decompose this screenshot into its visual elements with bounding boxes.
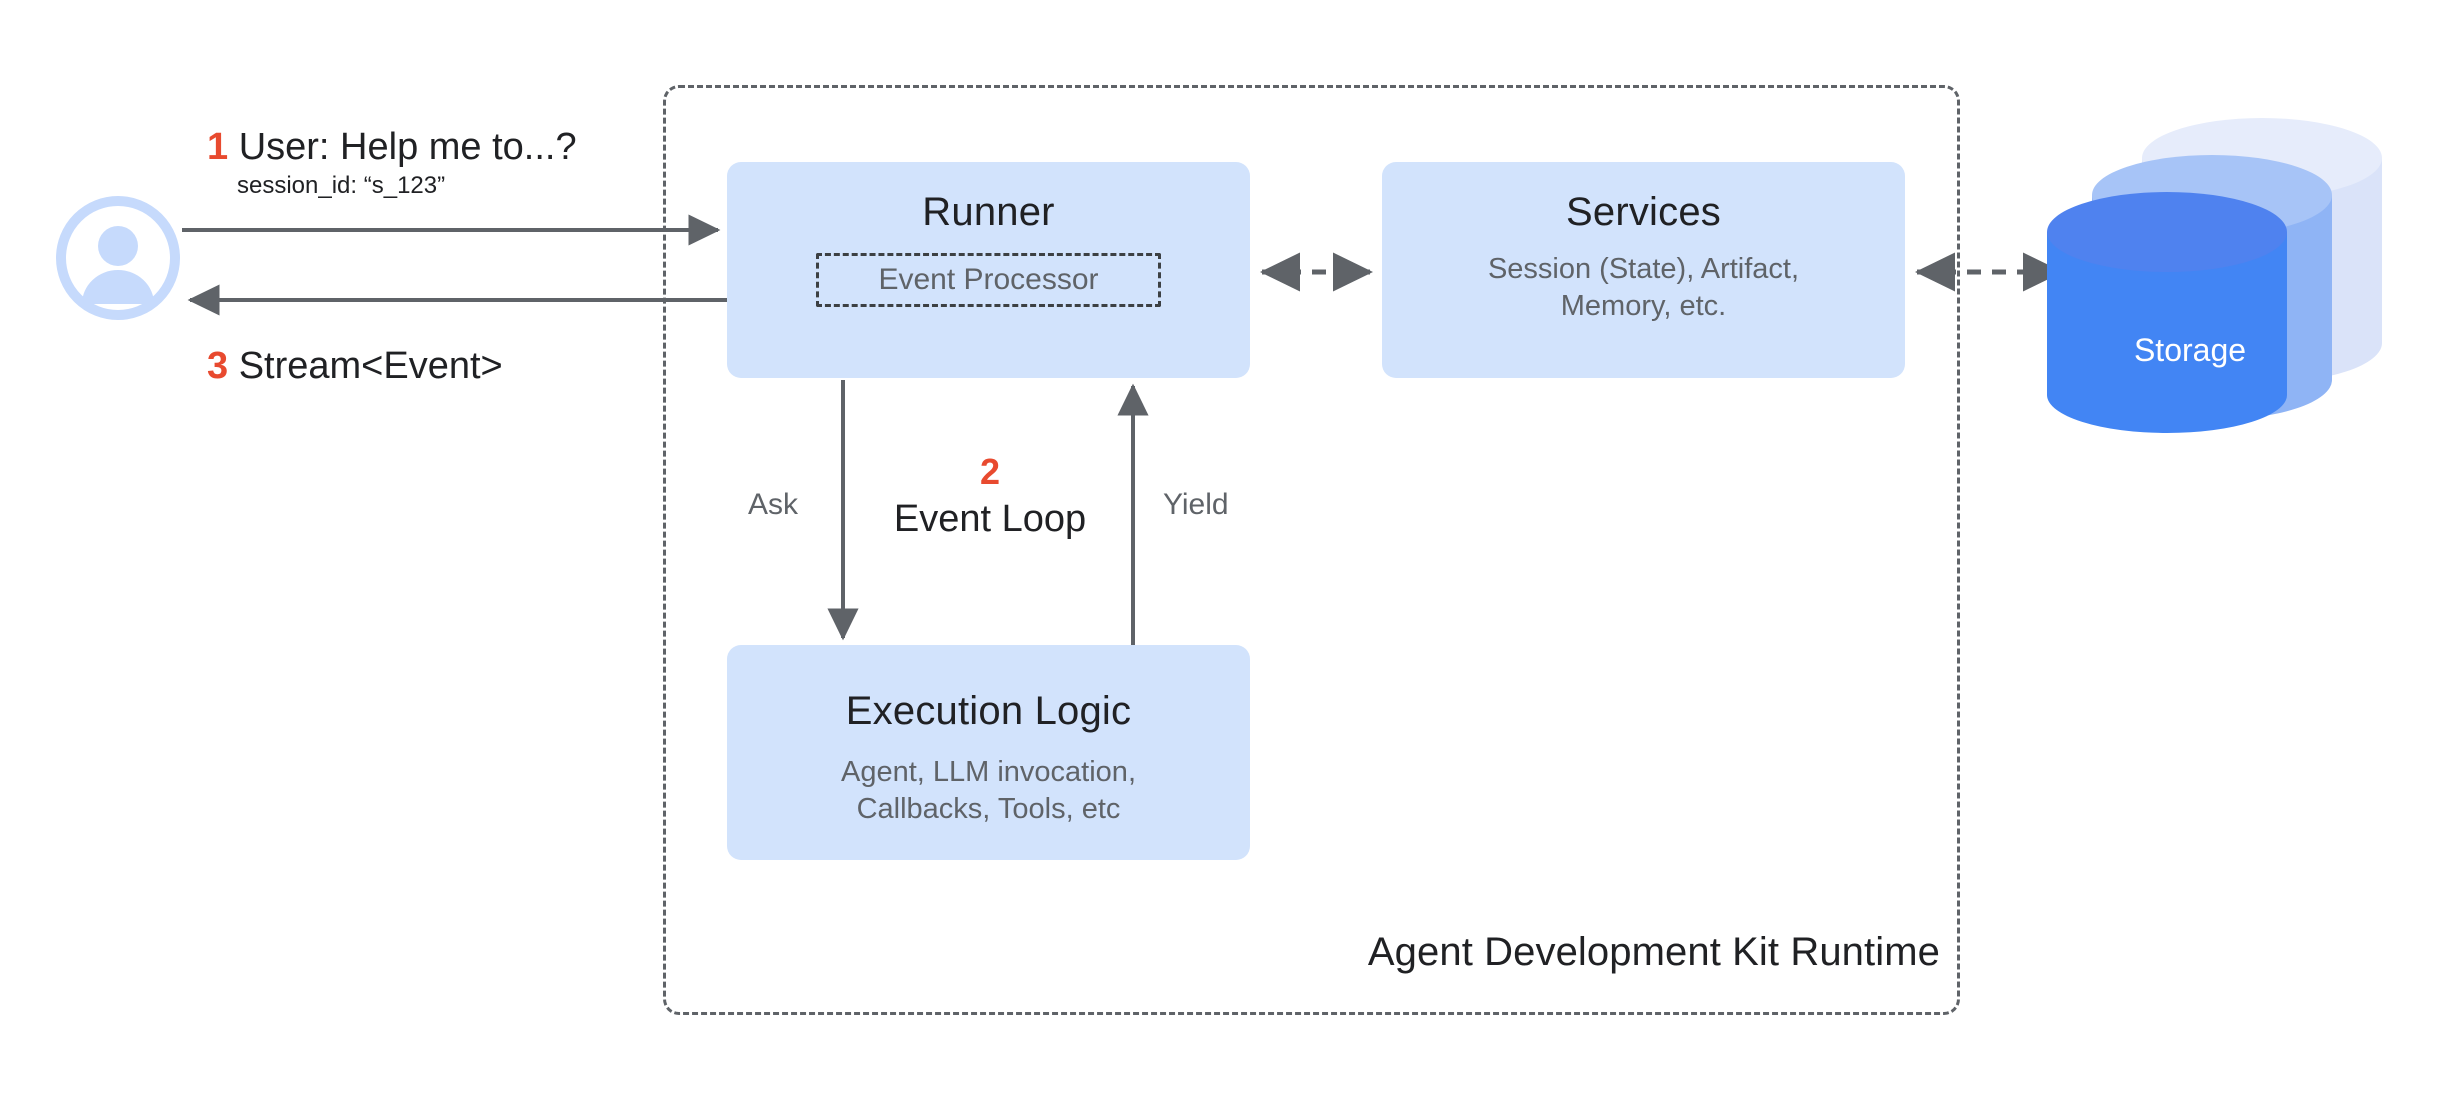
- runner-title: Runner: [922, 190, 1055, 234]
- services-title: Services: [1566, 190, 1721, 234]
- runtime-label: Agent Development Kit Runtime: [1367, 930, 1940, 974]
- step-number-1: 1: [207, 126, 229, 168]
- step-number-3: 3: [207, 345, 229, 387]
- execution-logic-subtitle-line-2: Callbacks, Tools, etc: [856, 792, 1121, 825]
- event-loop-label: 2 Event Loop: [840, 452, 1140, 541]
- step-number-2: 2: [979, 451, 1001, 492]
- storage-cylinder-front: [2047, 192, 2287, 433]
- execution-logic-title: Execution Logic: [845, 689, 1132, 733]
- step-text-stream: Stream<Event>: [238, 345, 503, 387]
- node-services[interactable]: Services Session (State), Artifact, Memo…: [1382, 162, 1905, 378]
- storage-cylinder-stack[interactable]: [2042, 110, 2402, 440]
- node-runner[interactable]: Runner Event Processor: [727, 162, 1250, 378]
- flow-label-request: 1 User: Help me to...?: [207, 126, 577, 169]
- event-loop-text: Event Loop: [893, 497, 1087, 540]
- adk-runtime-boundary: [663, 85, 1960, 1015]
- event-processor-label: Event Processor: [878, 263, 1099, 296]
- flow-label-stream: 3 Stream<Event>: [207, 345, 503, 388]
- yield-label: Yield: [1163, 488, 1229, 521]
- session-id-annotation: session_id: “s_123”: [237, 172, 446, 199]
- step-text-request: User: Help me to...?: [238, 126, 577, 168]
- node-execution-logic[interactable]: Execution Logic Agent, LLM invocation, C…: [727, 645, 1250, 860]
- services-subtitle-line-2: Memory, etc.: [1560, 289, 1727, 322]
- ask-label: Ask: [748, 488, 799, 521]
- event-processor-box[interactable]: Event Processor: [816, 253, 1161, 307]
- execution-logic-subtitle: Agent, LLM invocation, Callbacks, Tools,…: [841, 754, 1136, 827]
- services-subtitle: Session (State), Artifact, Memory, etc.: [1488, 251, 1799, 324]
- storage-label: Storage: [2133, 332, 2247, 368]
- user-avatar-icon: [56, 196, 180, 320]
- execution-logic-subtitle-line-1: Agent, LLM invocation,: [840, 756, 1136, 788]
- services-subtitle-line-1: Session (State), Artifact,: [1487, 253, 1800, 285]
